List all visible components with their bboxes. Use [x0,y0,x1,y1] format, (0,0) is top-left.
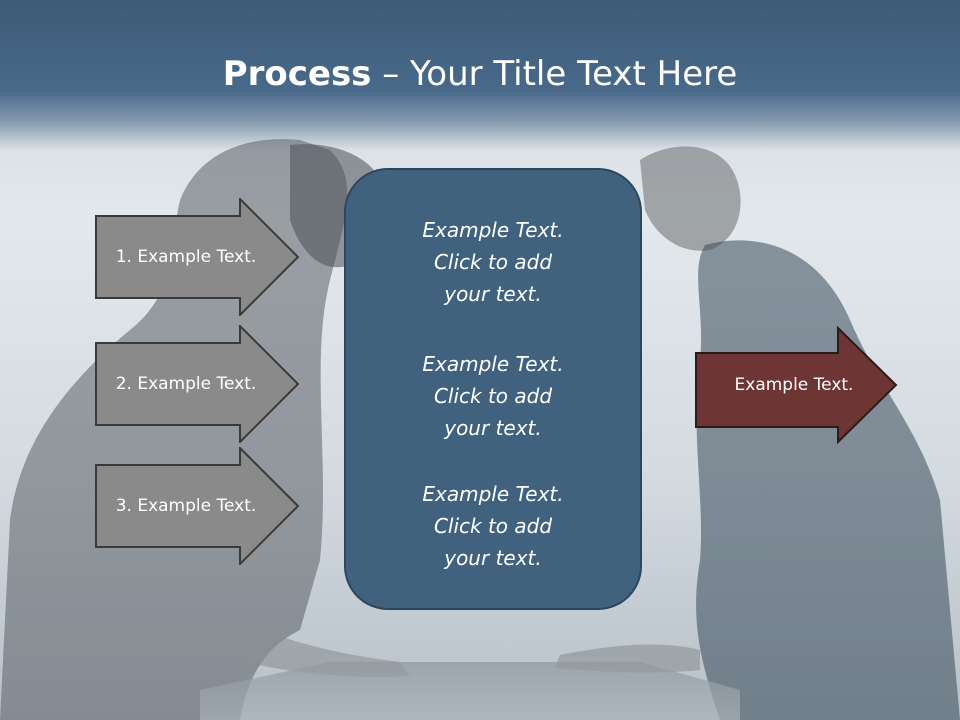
center-text-line: Example Text. [422,218,564,242]
center-text-block-2[interactable]: Example Text. Click to add your text. [346,348,640,444]
center-text-line: Click to add [433,384,553,408]
title-rest: – Your Title Text Here [371,54,738,94]
step-arrow-label: 2. Example Text. [115,374,257,394]
step-arrow-3[interactable]: 3. Example Text. [94,447,300,565]
center-content-box[interactable]: Example Text. Click to add your text. Ex… [344,168,642,610]
title-bold: Process [222,54,372,94]
center-text-line: Click to add [433,514,553,538]
right-arrow-shape [95,447,300,565]
center-text-line: your text. [444,282,542,306]
center-text-line: Example Text. [422,352,564,376]
center-text-line: Click to add [433,250,553,274]
step-arrow-label: 3. Example Text. [115,496,257,516]
right-arrow-shape [95,198,300,316]
step-arrow-label: 1. Example Text. [115,247,257,267]
step-arrow-2[interactable]: 2. Example Text. [94,325,300,443]
title-band [0,0,960,150]
result-arrow-label: Example Text. [734,375,854,395]
center-text-line: Example Text. [422,482,564,506]
right-arrow-shape [695,326,898,444]
result-arrow[interactable]: Example Text. [694,326,900,444]
center-text-line: your text. [444,546,542,570]
center-text-line: your text. [444,416,542,440]
step-arrow-1[interactable]: 1. Example Text. [94,198,300,316]
right-arrow-shape [95,325,300,443]
center-text-block-3[interactable]: Example Text. Click to add your text. [346,478,640,574]
center-text-block-1[interactable]: Example Text. Click to add your text. [346,214,640,310]
slide-title[interactable]: Process – Your Title Text Here [0,52,960,96]
